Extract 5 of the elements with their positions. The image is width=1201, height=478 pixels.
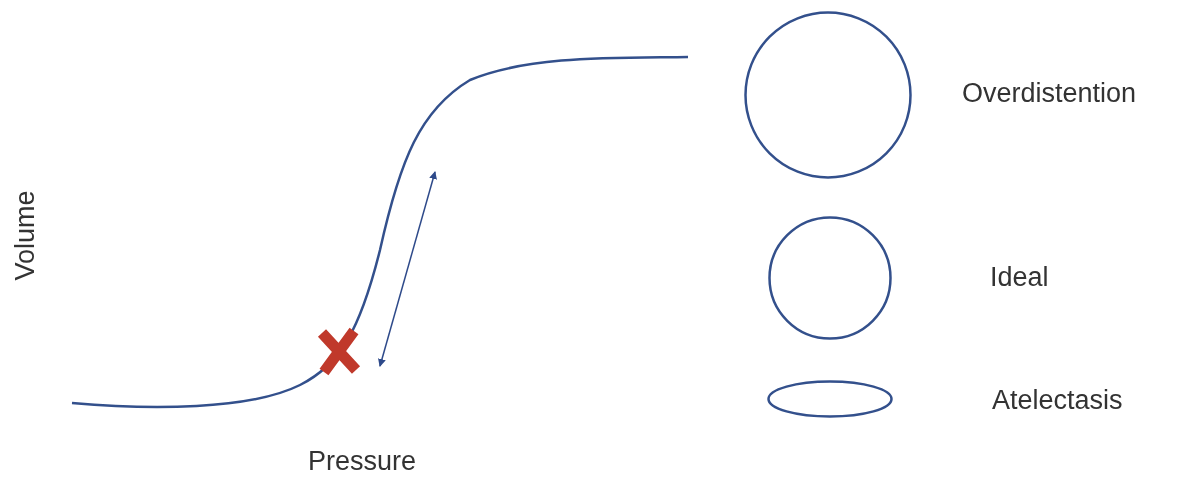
axis-title: Volume [9, 190, 41, 281]
state-label: Atelectasis [992, 385, 1123, 416]
state-label: Ideal [990, 262, 1049, 293]
state-label: Overdistention [962, 78, 1137, 109]
axis-title: Pressure [308, 446, 417, 477]
